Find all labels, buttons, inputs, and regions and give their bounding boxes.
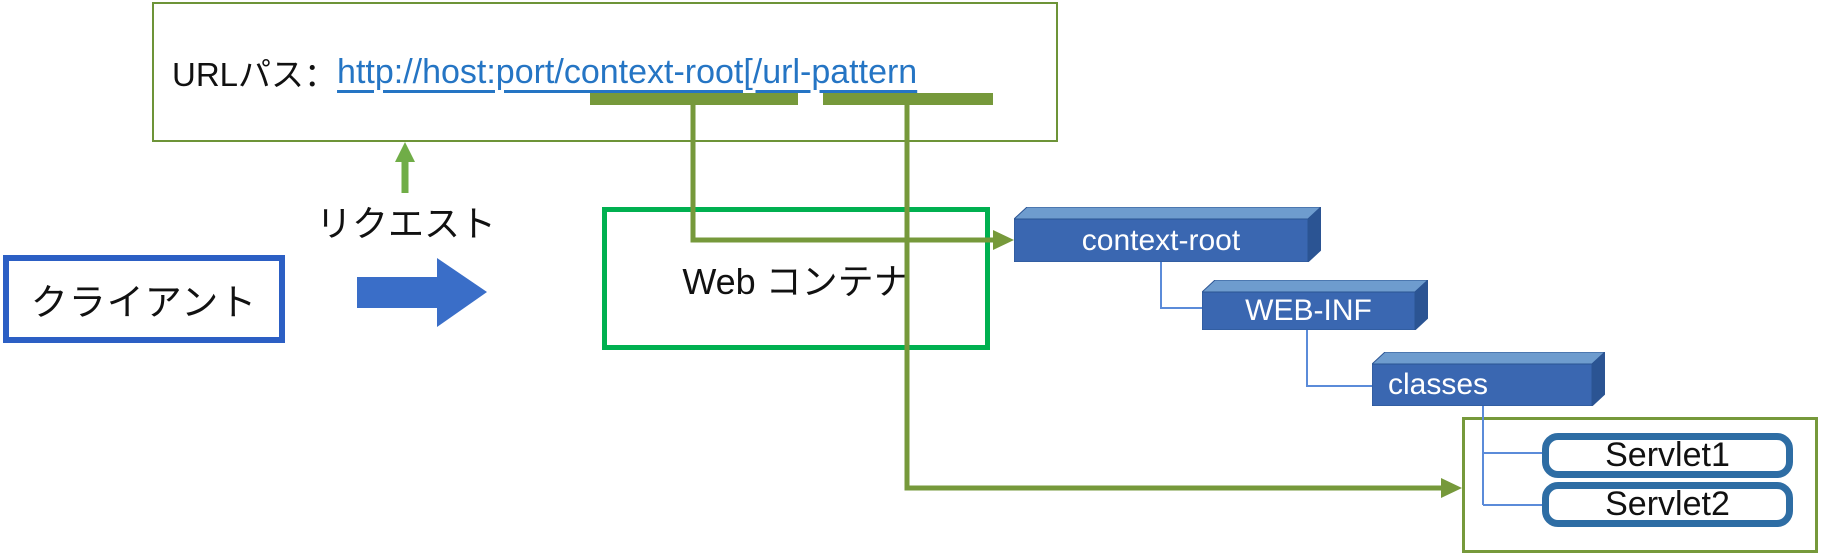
cube-top-face xyxy=(1014,207,1321,220)
folder-cube-web-inf: WEB-INF xyxy=(1202,280,1428,330)
url-pattern-underline-bar xyxy=(823,93,993,105)
cube-top-face xyxy=(1372,352,1605,365)
url-path-label: URLパス： xyxy=(172,56,338,93)
request-up-arrow-icon xyxy=(395,142,415,193)
request-label: リクエスト xyxy=(315,203,496,244)
folder-cube-classes: classes xyxy=(1372,352,1605,406)
servlet2-box: Servlet2 xyxy=(1542,482,1793,527)
folder-label-web-inf: WEB-INF xyxy=(1245,294,1372,327)
web-container-label: Web コンテナ xyxy=(682,260,910,302)
folder-cube-context-root: context-root xyxy=(1014,207,1321,262)
web-container-box: Web コンテナ xyxy=(602,207,990,350)
flow-arrow-icon xyxy=(357,258,487,327)
connector-context-root-webinf xyxy=(1160,262,1202,309)
url-hyperlink[interactable]: http://host:port/context-root[/url-patte… xyxy=(337,52,918,91)
url-path-line: URLパス： http://host:port/context-root[/ur… xyxy=(172,2,917,142)
folder-label-context-root: context-root xyxy=(1081,223,1241,257)
folder-label-classes: classes xyxy=(1388,368,1489,401)
url-path-box xyxy=(152,2,1058,142)
servlet2-label: Servlet2 xyxy=(1605,485,1730,523)
servlet1-label: Servlet1 xyxy=(1605,436,1730,474)
context-root-underline-bar xyxy=(590,93,798,105)
servlet1-box: Servlet1 xyxy=(1542,433,1793,478)
client-box: クライアント xyxy=(3,255,285,343)
cube-top-face xyxy=(1202,280,1428,293)
connector-webinf-classes xyxy=(1306,330,1372,387)
client-label: クライアント xyxy=(30,282,258,323)
